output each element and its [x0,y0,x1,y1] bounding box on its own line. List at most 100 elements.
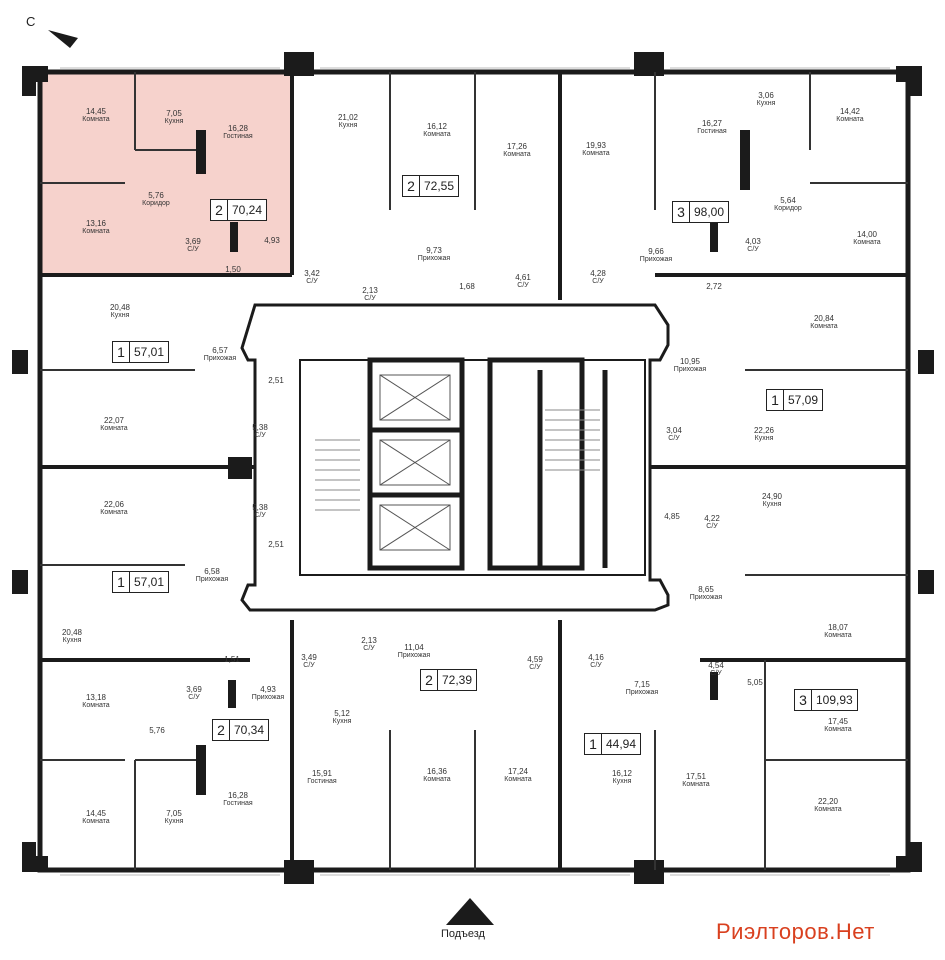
north-label: С [26,14,36,29]
entrance-arrow-icon [446,898,494,925]
apartment-rooms: 2 [421,670,438,690]
apartment-rooms: 1 [767,390,784,410]
apartment-area: 57,09 [788,393,819,407]
entrance-label: Подъезд [441,928,485,940]
room-label: 5,76 [149,726,165,735]
apartment-area: 57,01 [134,575,165,589]
apartment-area: 70,24 [232,203,263,217]
apartment-rooms: 1 [113,342,130,362]
apartment-area: 72,55 [424,179,455,193]
apartment-rooms: 2 [211,200,228,220]
north-arrow-icon [48,30,78,48]
room-label: 5,05 [747,678,763,687]
brand-watermark: Риэлторов.Нет [716,919,875,944]
apartment-rooms: 3 [795,690,812,710]
apartment-area: 70,34 [234,723,265,737]
room-label: 2,51 [268,540,284,549]
apartment-rooms: 1 [113,572,130,592]
room-label: 1,68 [459,282,475,291]
apartment-area: 72,39 [442,673,473,687]
apartment-rooms: 2 [403,176,420,196]
apartment-badge[interactable]: 3 109,93 [794,689,858,711]
apartment-area: 98,00 [694,205,725,219]
apartment-rooms: 2 [213,720,230,740]
room-label: 2,72 [706,282,722,291]
corner-columns [12,52,934,884]
walls [12,52,934,884]
highlighted-apartment[interactable] [40,72,292,275]
room-label: 4,85 [664,512,680,521]
room-label: 1,51 [224,655,240,664]
apartment-rooms: 1 [585,734,602,754]
room-label: 1,50 [225,265,241,274]
room-label: 2,51 [268,376,284,385]
apartment-area: 109,93 [816,693,853,707]
apartment-area: 57,01 [134,345,165,359]
room-label: 4,93 [264,236,280,245]
